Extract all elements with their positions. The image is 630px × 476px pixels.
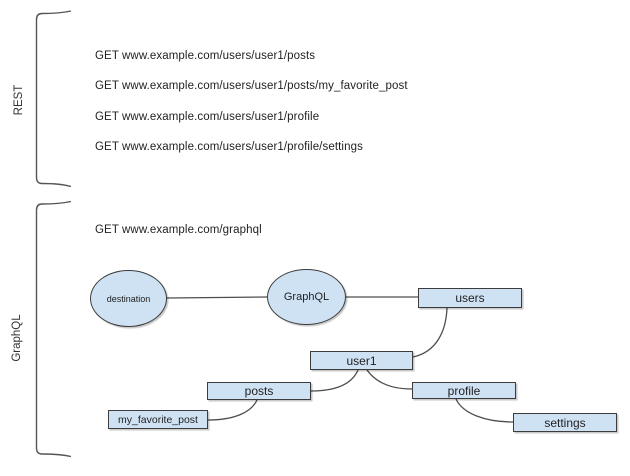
edge-destination-graphql [166, 296, 268, 299]
node-graphql: GraphQL [267, 269, 346, 325]
rest-request-1: GET www.example.com/users/user1/posts [95, 50, 316, 62]
edge-users-user1 [412, 307, 448, 358]
node-posts: posts [207, 382, 311, 400]
edge-user1-posts [310, 369, 359, 392]
edge-user1-profile [366, 369, 413, 390]
graphql-request: GET www.example.com/graphql [95, 224, 262, 236]
node-settings: settings [513, 413, 617, 432]
rest-request-2: GET www.example.com/users/user1/posts/my… [95, 80, 408, 92]
rest-section-label: REST [13, 84, 25, 116]
graphql-section-label: GraphQL [11, 314, 23, 362]
node-profile: profile [412, 382, 516, 399]
edge-posts-my-favorite-post [207, 399, 258, 421]
node-user1: user1 [310, 351, 413, 370]
rest-request-3: GET www.example.com/users/user1/profile [95, 111, 320, 123]
node-users: users [418, 288, 522, 308]
edge-profile-settings [455, 398, 514, 423]
graphql-brace [35, 200, 72, 458]
node-destination: destination [90, 270, 167, 327]
node-my-favorite-post: my_favorite_post [108, 410, 208, 429]
rest-brace [35, 10, 72, 188]
rest-request-4: GET www.example.com/users/user1/profile/… [95, 141, 363, 153]
